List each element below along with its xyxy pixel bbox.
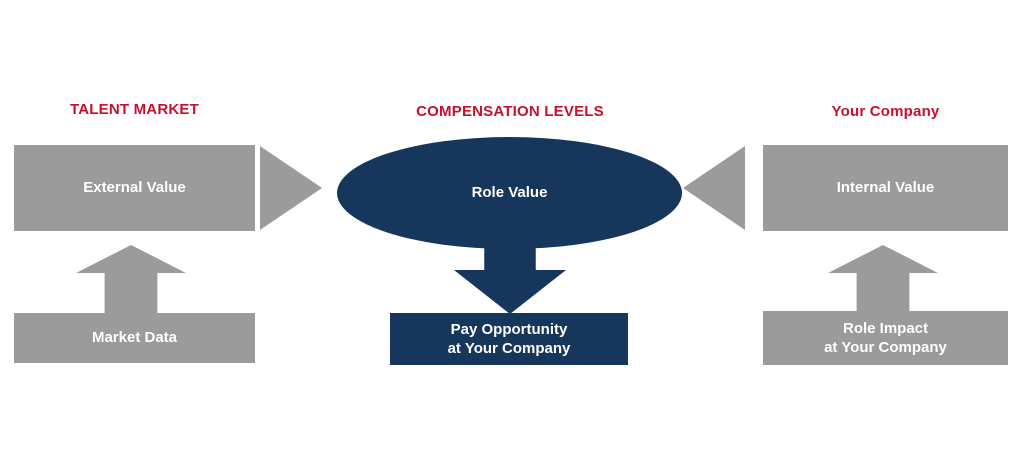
external-value-box: External Value — [14, 145, 255, 231]
role-impact-line2: at Your Company — [824, 339, 947, 356]
role-value-label: Role Value — [471, 184, 548, 202]
down-block-arrow-icon — [454, 243, 566, 314]
pay-opportunity-line2: at Your Company — [447, 340, 571, 357]
market-data-label: Market Data — [91, 329, 178, 347]
role-impact-line1: Role Impact — [842, 319, 929, 337]
role-impact-box: Role Impact at Your Company — [763, 311, 1008, 365]
internal-value-label: Internal Value — [836, 179, 935, 197]
up-block-arrow-icon — [76, 245, 186, 315]
pay-opportunity-box: Pay Opportunity at Your Company — [390, 313, 628, 365]
header-talent-market: TALENT MARKET — [70, 101, 199, 118]
external-value-label: External Value — [83, 179, 186, 197]
right-arrowhead-icon — [260, 146, 322, 230]
left-arrowhead-icon — [683, 146, 745, 230]
header-compensation-levels: COMPENSATION LEVELS — [416, 103, 604, 120]
role-value-ellipse: Role Value — [337, 137, 682, 249]
internal-value-box: Internal Value — [763, 145, 1008, 231]
market-data-box: Market Data — [14, 313, 255, 363]
header-your-company: Your Company — [831, 103, 940, 120]
pay-opportunity-line1: Pay Opportunity — [450, 320, 568, 338]
up-block-arrow-icon — [828, 245, 938, 315]
